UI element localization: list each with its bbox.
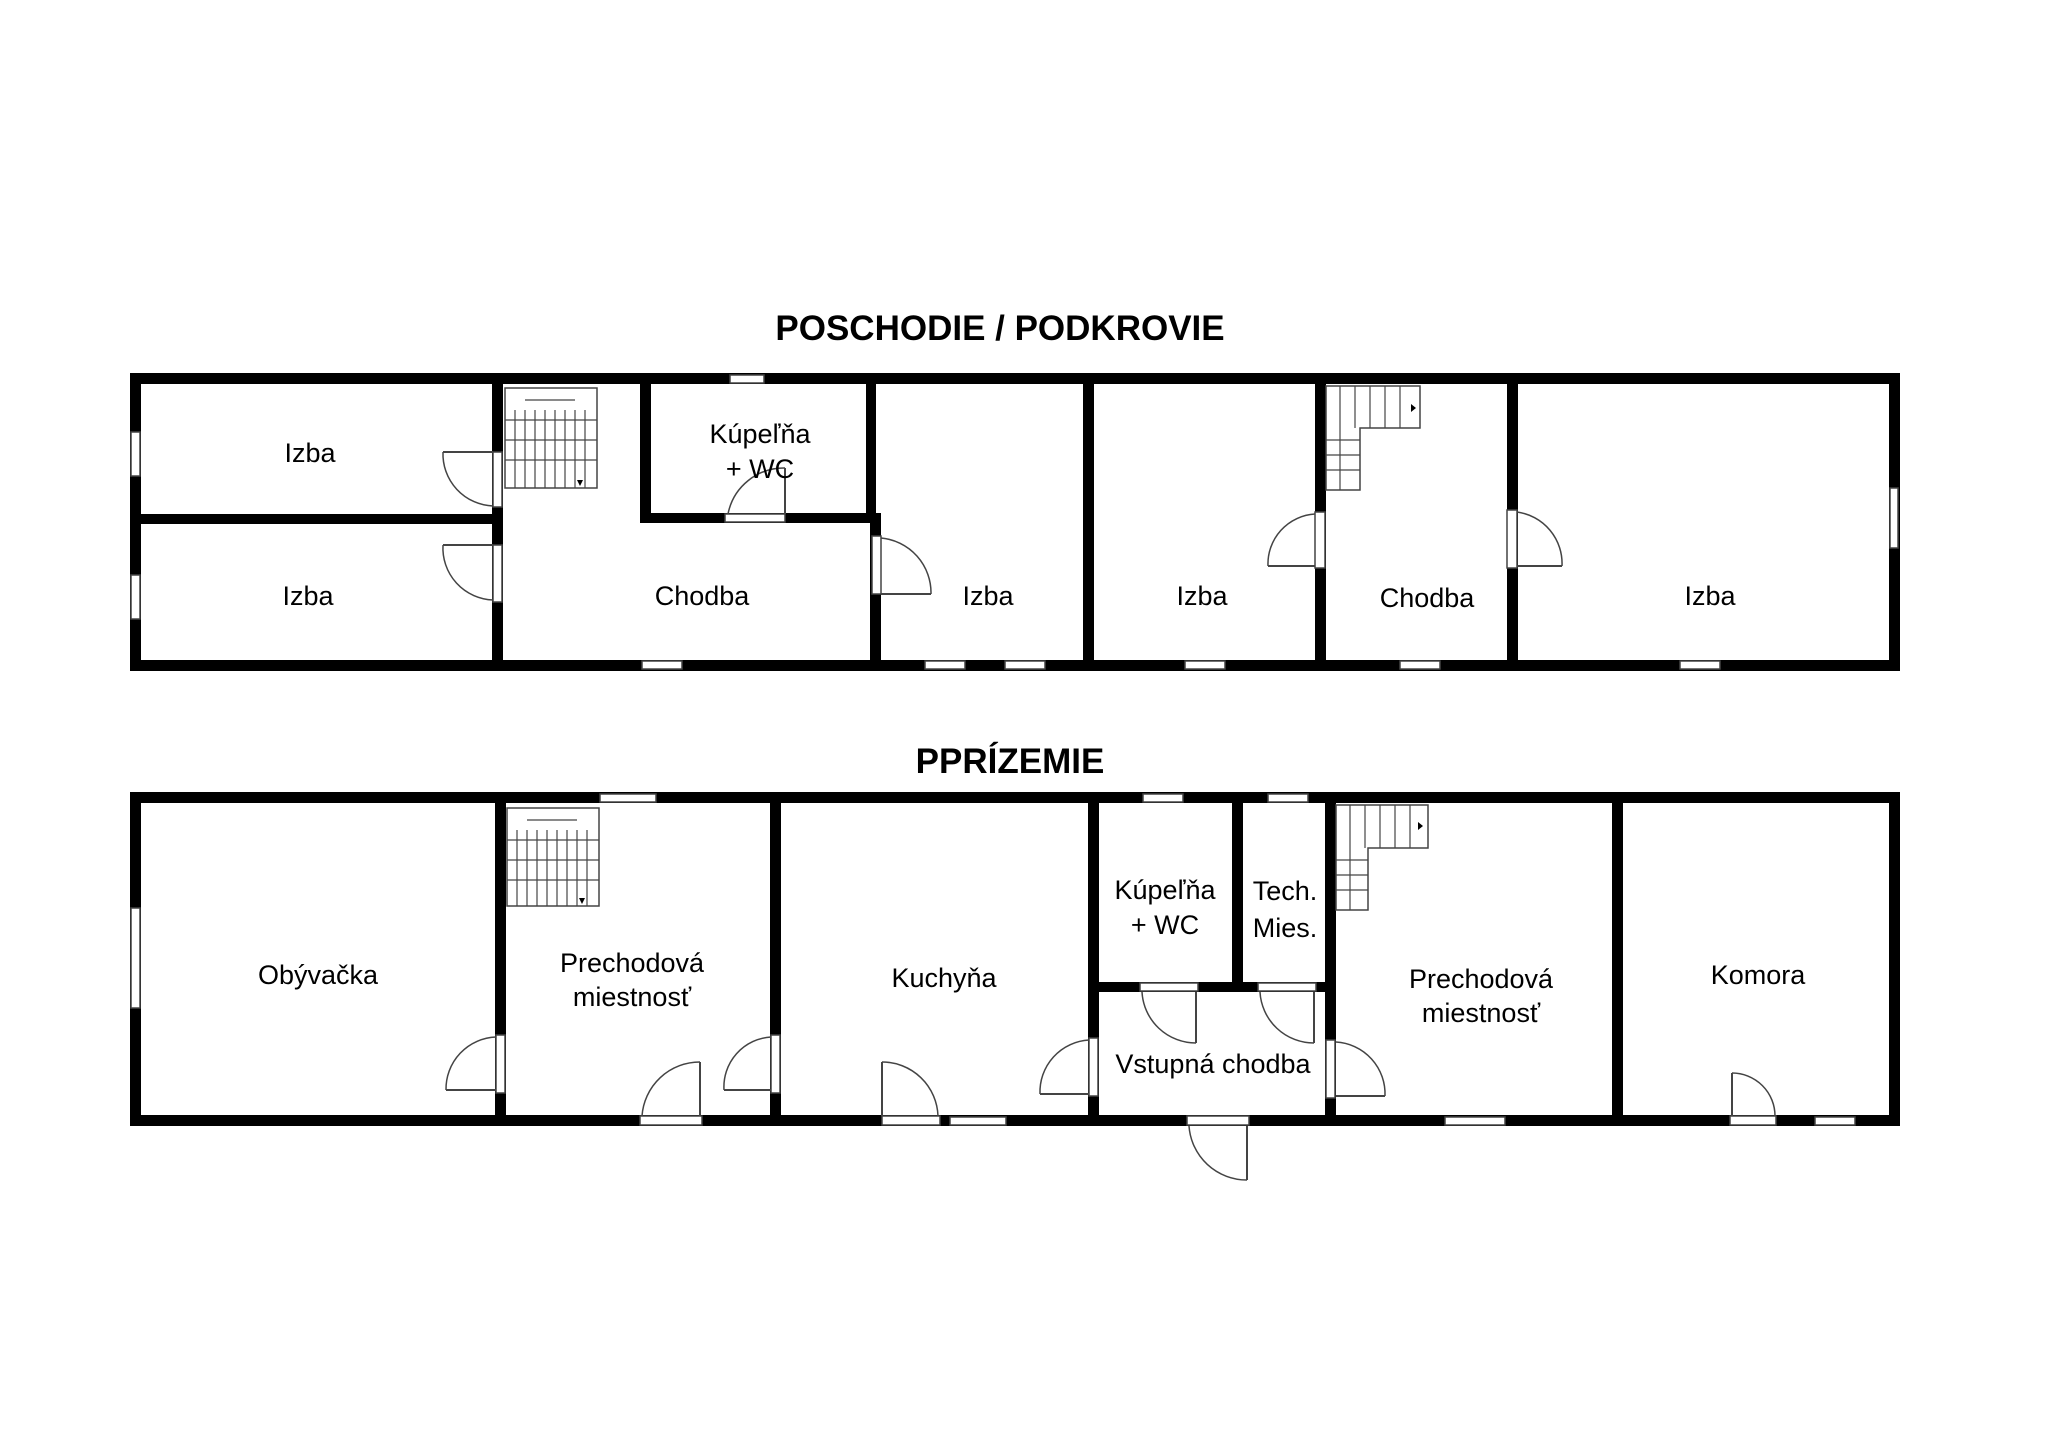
window — [641, 660, 683, 670]
stairs-icon — [1335, 804, 1429, 911]
room-label-kuchyna: Kuchyňa — [891, 963, 997, 993]
stairs-icon — [504, 387, 598, 489]
room-label-kupelna: Kúpeľňa — [1115, 875, 1217, 905]
window — [130, 431, 141, 477]
room-label-izba: Izba — [1684, 581, 1736, 611]
room-label-miestnost: miestnosť — [573, 982, 692, 1012]
window — [1004, 660, 1046, 670]
stairs-icon — [1325, 385, 1421, 491]
ground-floor-title: PPRÍZEMIE — [916, 741, 1105, 781]
window — [1444, 1116, 1506, 1126]
room-label-kupelna-wc: + WC — [1131, 910, 1199, 940]
window — [729, 374, 765, 384]
room-label-komora: Komora — [1711, 960, 1807, 990]
room-label-chodba: Chodba — [655, 581, 751, 611]
room-label-tech: Tech. — [1253, 876, 1318, 906]
ground-floor-windows — [130, 793, 1856, 1126]
ground-floor-labels: Obývačka Prechodová miestnosť Kuchyňa Kú… — [258, 875, 1806, 1079]
upper-floor-title: POSCHODIE / PODKROVIE — [775, 309, 1224, 348]
ground-floor-stairs — [506, 804, 1429, 911]
room-label-chodba: Chodba — [1380, 583, 1476, 613]
room-label-izba: Izba — [1176, 581, 1228, 611]
room-label-prechodova: Prechodová — [1409, 964, 1554, 994]
window — [1399, 660, 1441, 670]
upper-floor-stairs — [504, 385, 1421, 491]
upper-floor-walls — [130, 373, 1900, 671]
room-label-prechodova: Prechodová — [560, 948, 705, 978]
window — [599, 793, 657, 803]
window — [1889, 487, 1899, 549]
room-label-obyvacka: Obývačka — [258, 960, 379, 990]
room-label-kupelna: Kúpeľňa — [710, 419, 812, 449]
window — [1267, 793, 1309, 803]
room-label-izba: Izba — [282, 581, 334, 611]
room-label-mies: Mies. — [1253, 913, 1318, 943]
room-label-izba: Izba — [284, 438, 336, 468]
upper-floor-windows — [130, 374, 1899, 670]
room-label-vstupna-chodba: Vstupná chodba — [1115, 1049, 1311, 1079]
window — [130, 574, 141, 620]
ground-floor-walls — [130, 792, 1900, 1126]
window — [1142, 793, 1184, 803]
window — [1184, 660, 1226, 670]
window — [130, 907, 141, 1009]
window — [949, 1116, 1007, 1126]
window — [1679, 660, 1721, 670]
room-label-kupelna-wc: + WC — [726, 454, 794, 484]
ground-floor-doors — [445, 982, 1777, 1181]
window — [1814, 1116, 1856, 1126]
window — [924, 660, 966, 670]
upper-floor-doors — [442, 451, 1563, 603]
upper-floor-labels: Izba Izba Chodba Kúpeľňa + WC Izba Izba … — [282, 419, 1736, 613]
room-label-izba: Izba — [962, 581, 1014, 611]
stairs-icon — [506, 807, 600, 907]
room-label-miestnost: miestnosť — [1422, 998, 1541, 1028]
